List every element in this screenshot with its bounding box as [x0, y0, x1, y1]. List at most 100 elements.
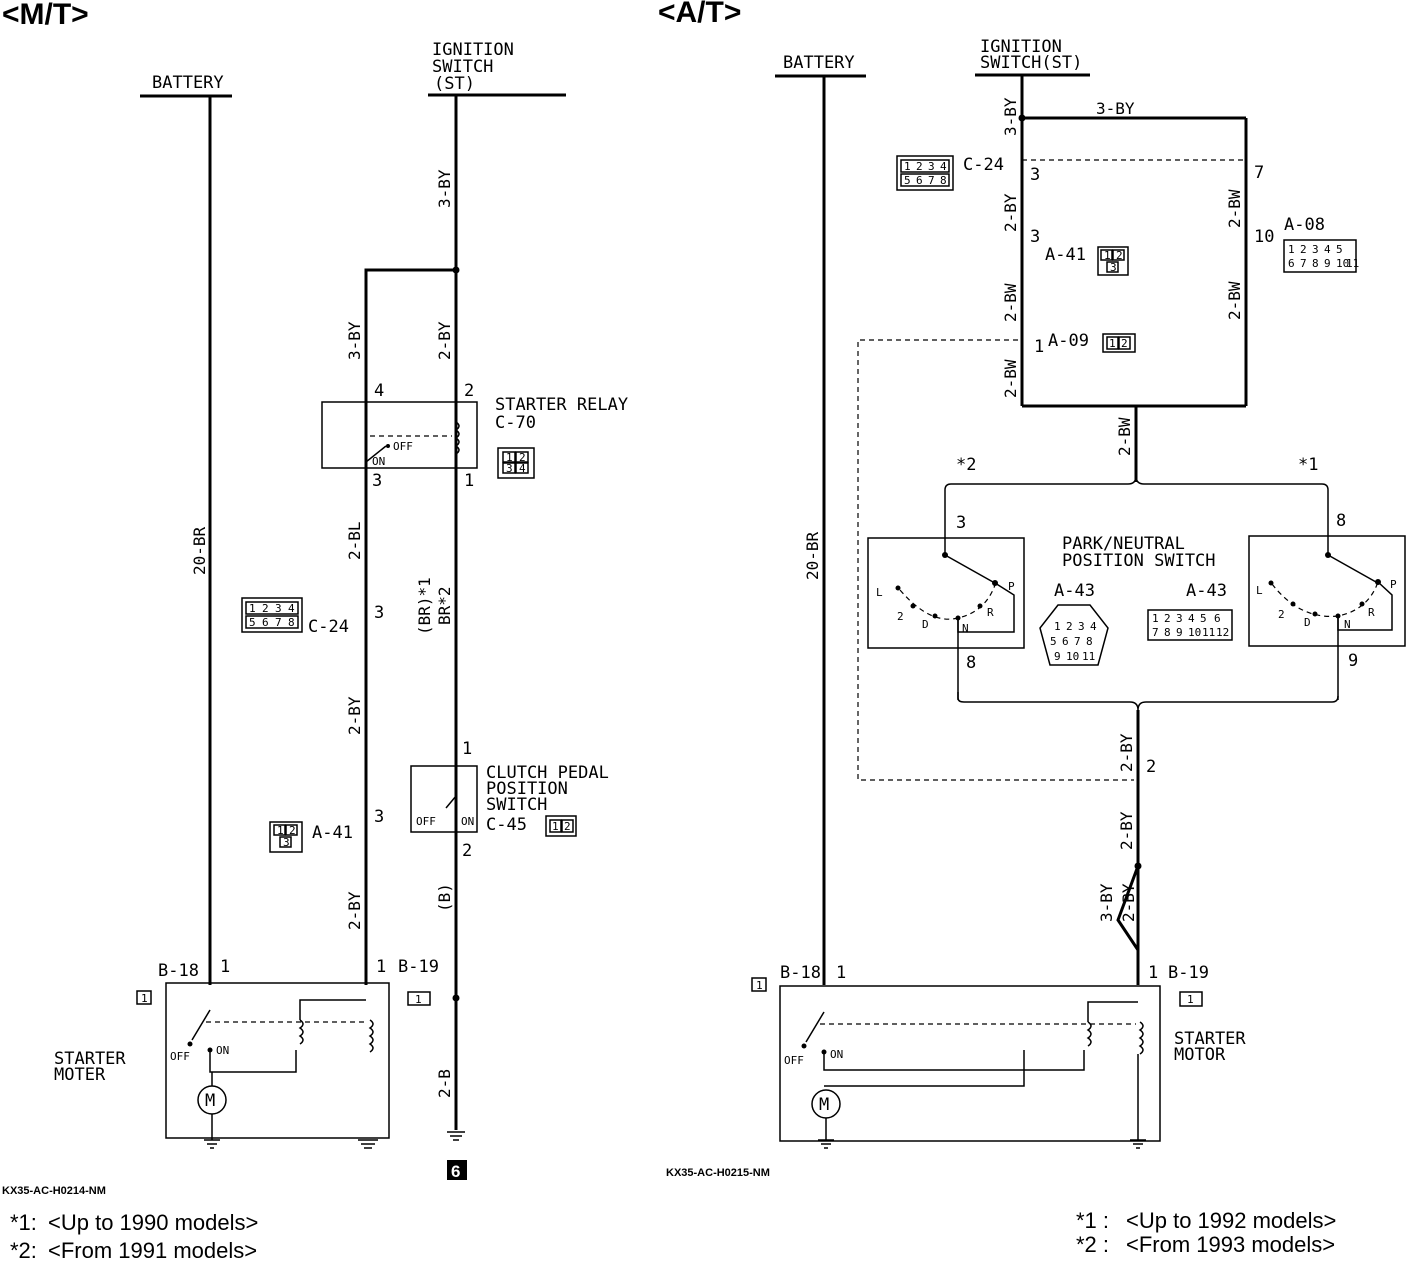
svg-text:3: 3 — [1176, 612, 1183, 625]
svg-text:2: 2 — [1164, 612, 1171, 625]
svg-text:8: 8 — [1164, 626, 1171, 639]
note-right-2-mark: *2 : — [1076, 1232, 1109, 1257]
mt-clutch-on: ON — [461, 815, 474, 828]
at-b18-label: B-18 — [780, 963, 821, 983]
mt-section: <M/T> BATTERY 20-BR IGNITION SWITCH (ST)… — [2, 0, 628, 1197]
at-ign-1: IGNITION — [980, 37, 1062, 57]
svg-text:10: 10 — [1188, 626, 1201, 639]
note-right-1-text: <Up to 1992 models> — [1126, 1208, 1336, 1233]
at-wire-split-left: 3-BY — [1097, 883, 1116, 922]
mt-relay-off: OFF — [393, 440, 413, 453]
svg-text:3: 3 — [1312, 243, 1319, 256]
at-wire-bat: 20-BR — [803, 531, 822, 580]
at-a08-label: A-08 — [1284, 215, 1325, 235]
at-pn-title-1: PARK/NEUTRAL — [1062, 534, 1185, 554]
mt-clutch-title-2: POSITION — [486, 779, 568, 799]
at-wire-a09-down: 2-BW — [1001, 359, 1020, 398]
mt-motor-off: OFF — [170, 1050, 190, 1063]
mt-relay-pin-3: 3 — [372, 471, 382, 491]
svg-text:11: 11 — [1202, 626, 1215, 639]
mt-clutch-pin-1: 1 — [462, 739, 472, 759]
svg-text:5: 5 — [1336, 243, 1343, 256]
at-section: <A/T> BATTERY 20-BR IGNITION SWITCH(ST) … — [658, 0, 1406, 1179]
at-header: <A/T> — [658, 0, 741, 29]
at-pn-right-pin-9: 9 — [1348, 651, 1358, 671]
at-wire-ign-down: 3-BY — [1001, 97, 1020, 136]
at-a09-dash — [857, 339, 1134, 781]
mt-motor-title-1: STARTER — [54, 1049, 126, 1069]
svg-text:2: 2 — [289, 824, 296, 837]
svg-text:6: 6 — [916, 174, 923, 187]
at-pn-right-pin-8: 8 — [1336, 511, 1346, 531]
svg-text:8: 8 — [1086, 635, 1093, 648]
svg-text:5: 5 — [1200, 612, 1207, 625]
mt-ign-2: SWITCH — [432, 57, 493, 77]
at-pn-title-2: POSITION SWITCH — [1062, 551, 1216, 571]
at-wire-split-right: 2-BY — [1119, 883, 1138, 922]
svg-text:1: 1 — [415, 993, 422, 1006]
svg-text:9: 9 — [1054, 650, 1061, 663]
note-left-1-mark: *1: — [10, 1210, 37, 1235]
mt-relay-pin-2: 2 — [464, 381, 474, 401]
mt-clutch-switch — [410, 765, 478, 833]
svg-text:P: P — [1008, 580, 1015, 593]
svg-text:1: 1 — [1152, 612, 1159, 625]
mt-a41-pin: 3 — [374, 807, 384, 827]
svg-text:L: L — [1256, 584, 1263, 597]
note-left-2-mark: *2: — [10, 1238, 37, 1263]
mt-motor-wire-inner — [209, 1050, 297, 1073]
mt-motor-contact — [191, 1009, 211, 1041]
mt-relay-off-dot — [386, 444, 390, 448]
at-pn-right-arc — [1271, 581, 1379, 617]
svg-text:7: 7 — [1300, 257, 1307, 270]
mt-motor-m: M — [205, 1091, 215, 1111]
svg-text:9: 9 — [1176, 626, 1183, 639]
svg-text:1: 1 — [249, 602, 256, 615]
note-right-1-mark: *1 : — [1076, 1208, 1109, 1233]
mt-wire-bat: 20-BR — [190, 526, 209, 575]
mt-ground-symbol — [447, 1131, 465, 1141]
mt-wire-relay-in-left: 3-BY — [345, 321, 364, 360]
at-a08-pin: 10 — [1254, 227, 1274, 247]
svg-text:10: 10 — [1336, 257, 1349, 270]
mt-c24-pin: 3 — [374, 603, 384, 623]
svg-text:N: N — [1344, 618, 1351, 631]
at-wire-right-lower: 2-BW — [1225, 281, 1244, 320]
at-wire-to-b19-lower: 2-BY — [1117, 811, 1136, 850]
notes-left: *1: <Up to 1990 models> *2: <From 1991 m… — [10, 1210, 258, 1263]
svg-text:1: 1 — [756, 979, 763, 992]
svg-text:3: 3 — [1110, 261, 1117, 274]
at-a43-round-label: A-43 — [1054, 581, 1095, 601]
svg-text:2: 2 — [1116, 249, 1123, 262]
mt-motor-coil-1 — [298, 1019, 304, 1045]
mt-wire-ground: 2-B — [435, 1069, 454, 1098]
svg-text:7: 7 — [928, 174, 935, 187]
at-pn-pin-2: 2 — [1146, 757, 1156, 777]
svg-text:1: 1 — [552, 820, 559, 833]
mt-ground-tag: 6 — [451, 1162, 460, 1181]
mt-c24-label: C-24 — [308, 617, 349, 637]
svg-text:D: D — [922, 618, 929, 631]
svg-text:4: 4 — [519, 462, 526, 475]
svg-text:N: N — [962, 622, 969, 635]
svg-text:4: 4 — [288, 602, 295, 615]
svg-text:5: 5 — [249, 616, 256, 629]
at-motor-title-2: MOTOR — [1174, 1045, 1226, 1065]
svg-text:3: 3 — [928, 160, 935, 173]
at-motor-ground-1 — [818, 1139, 834, 1149]
svg-text:4: 4 — [1188, 612, 1195, 625]
svg-text:1: 1 — [1288, 243, 1295, 256]
svg-text:4: 4 — [1090, 620, 1097, 633]
mt-relay-coil — [454, 421, 460, 455]
mt-relay-title: STARTER RELAY — [495, 395, 628, 415]
mt-wire-c24-down: 2-BY — [345, 696, 364, 735]
mt-b19-connector: 1 — [407, 991, 431, 1006]
svg-text:2: 2 — [1121, 337, 1128, 350]
at-b19-label: B-19 — [1168, 963, 1209, 983]
at-pn-left-arc — [899, 584, 996, 620]
mt-header: <M/T> — [2, 0, 89, 31]
mt-relay-pin-1: 1 — [464, 471, 474, 491]
